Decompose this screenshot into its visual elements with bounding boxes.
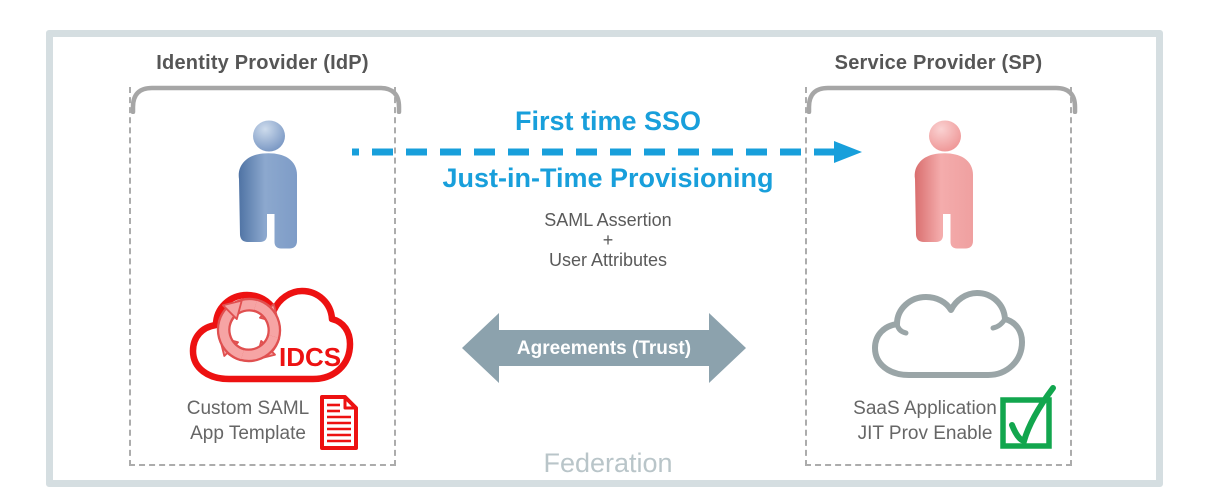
saml-document-icon [320,395,358,450]
sync-arrows-icon [220,301,279,360]
idp-bracket [130,85,402,114]
idp-caption-line2: App Template [190,423,306,444]
sp-bracket [806,85,1078,114]
first-time-sso-heading: First time SSO [514,106,702,136]
saml-payload-text: SAML Assertion + User Attributes [378,210,838,270]
idp-caption: Custom SAML App Template [153,396,343,446]
federation-label: Federation [543,448,673,478]
trust-double-arrow: Agreements (Trust) [462,313,746,383]
sp-caption: SaaS Application JIT Prov Enable [830,396,1020,446]
outer-frame [46,30,1163,487]
sp-box [805,85,1078,466]
sso-dashed-arrow [352,141,862,163]
blue-user-figure-icon [238,120,297,249]
idcs-cloud-icon: IDCS [189,287,354,383]
payload-line1: SAML Assertion [544,210,672,230]
trust-arrow-label: Agreements (Trust) [517,338,691,359]
idp-box [129,85,402,466]
sp-caption-line1: SaaS Application [853,398,997,419]
pink-user-figure-icon [914,120,973,249]
idp-title: Identity Provider (IdP) [156,52,369,74]
jit-enabled-checkbox-icon [1000,385,1056,449]
saas-cloud-icon [872,290,1025,378]
jit-provisioning-heading: Just-in-Time Provisioning [442,163,774,193]
payload-line3: User Attributes [548,250,668,270]
idp-caption-line1: Custom SAML [186,398,310,419]
sp-title: Service Provider (SP) [834,52,1043,74]
sp-caption-line2: JIT Prov Enable [857,423,993,444]
idcs-label: IDCS [279,342,341,372]
payload-line2: + [602,230,614,250]
